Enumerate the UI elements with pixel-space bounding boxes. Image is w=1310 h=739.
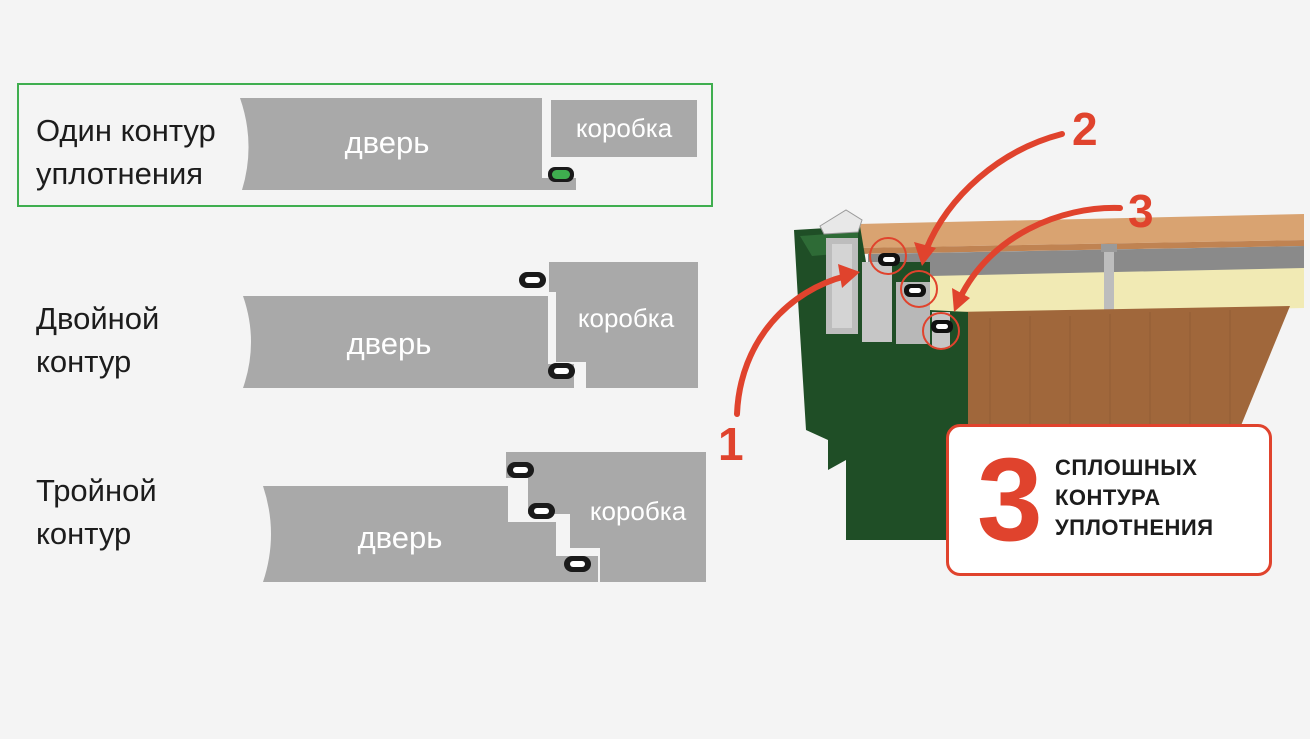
frame-label: коробка bbox=[576, 113, 673, 143]
door-top-edge bbox=[858, 214, 1304, 248]
callout-arrows bbox=[734, 131, 1123, 417]
arrow-heads bbox=[838, 242, 970, 312]
seal-count-badge: 3 СПЛОШНЫХ КОНТУРА УПЛОТНЕНИЯ bbox=[946, 424, 1272, 576]
callout-number-3: 3 bbox=[1128, 185, 1154, 237]
wood-panel bbox=[952, 306, 1290, 430]
highlight-frame bbox=[17, 83, 713, 207]
door-shape bbox=[240, 98, 576, 190]
diagram-single-contour: дверь коробка bbox=[240, 98, 697, 190]
door-section-illustration bbox=[794, 209, 1304, 540]
frame-shape bbox=[549, 262, 698, 388]
door-shape bbox=[243, 296, 574, 388]
row-label-double: Двойной контур bbox=[36, 301, 160, 379]
arrow-3 bbox=[957, 204, 1123, 301]
diagram-double-contour: дверь коробка bbox=[243, 262, 698, 388]
frame-shape bbox=[551, 100, 697, 157]
frame-shape bbox=[506, 452, 706, 582]
diagram-triple-contour: дверь коробка bbox=[263, 452, 706, 582]
door-label: дверь bbox=[347, 326, 432, 361]
arrow-2 bbox=[923, 131, 1065, 253]
frame-label: коробка bbox=[590, 496, 687, 526]
badge-line-3: УПЛОТНЕНИЯ bbox=[1055, 515, 1214, 540]
badge-line-1: СПЛОШНЫХ bbox=[1055, 455, 1198, 480]
door-label: дверь bbox=[358, 520, 443, 555]
insulation-layer bbox=[930, 268, 1304, 316]
callout-number-2: 2 bbox=[1072, 103, 1098, 155]
badge-line-2: КОНТУРА bbox=[1055, 485, 1161, 510]
frame-label: коробка bbox=[578, 303, 675, 333]
callout-number-1: 1 bbox=[718, 418, 744, 470]
row-label-triple: Тройной контур bbox=[36, 473, 157, 551]
door-label: дверь bbox=[345, 125, 430, 160]
arrow-1 bbox=[734, 273, 849, 417]
door-shape bbox=[263, 486, 598, 582]
badge-number: 3 bbox=[977, 434, 1043, 566]
row-label-single: Один контур уплотнения bbox=[36, 113, 216, 191]
